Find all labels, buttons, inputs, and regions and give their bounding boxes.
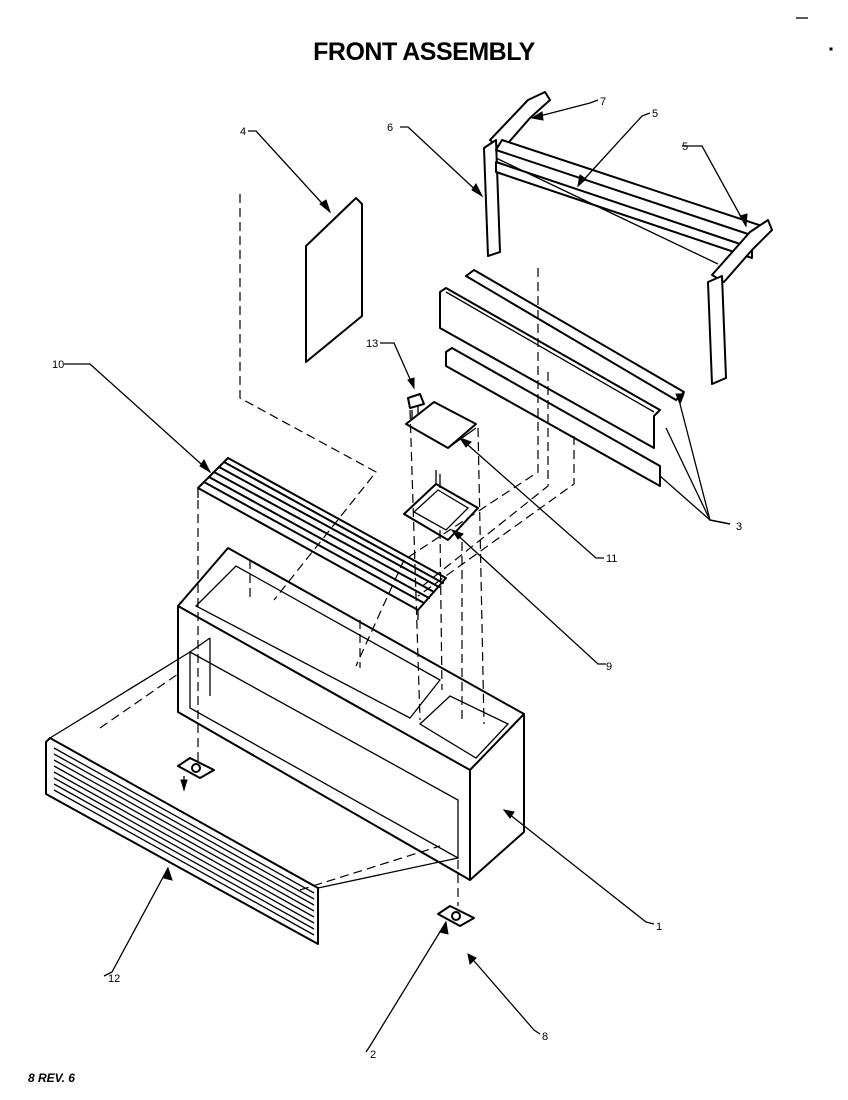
callout-11: 11 (606, 553, 617, 565)
callout-9: 9 (606, 661, 612, 673)
callout-2: 2 (370, 1049, 376, 1061)
assembly-guide-lines (99, 194, 575, 906)
callout-3: 3 (736, 521, 742, 533)
callout-12: 12 (108, 973, 120, 985)
callout-6: 6 (387, 122, 393, 134)
callout-1: 1 (656, 921, 662, 933)
revision-label: 8 REV. 6 (28, 1071, 75, 1085)
leader-lines (64, 99, 747, 1053)
callout-4: 4 (240, 126, 246, 138)
callout-10: 10 (52, 359, 64, 371)
callout-13: 13 (366, 338, 378, 350)
front-grille-part (45, 651, 459, 945)
tray-part-9 (403, 470, 479, 541)
foot-clip-left (177, 757, 215, 790)
callout-7: 7 (600, 96, 606, 108)
top-grille-part (197, 457, 447, 620)
strips-part (439, 269, 685, 487)
plate-part-11 (405, 401, 477, 449)
side-panel-part (305, 197, 363, 363)
callout-8: 8 (542, 1031, 548, 1043)
page-title: FRONT ASSEMBLY (313, 38, 535, 66)
print-specks (796, 17, 833, 51)
callout-5b: 5 (682, 141, 688, 153)
callout-5a: 5 (652, 108, 658, 120)
top-frame-part (483, 91, 773, 385)
housing-part (177, 547, 525, 881)
foot-clip-right (437, 905, 475, 927)
arrowheads (163, 111, 748, 966)
